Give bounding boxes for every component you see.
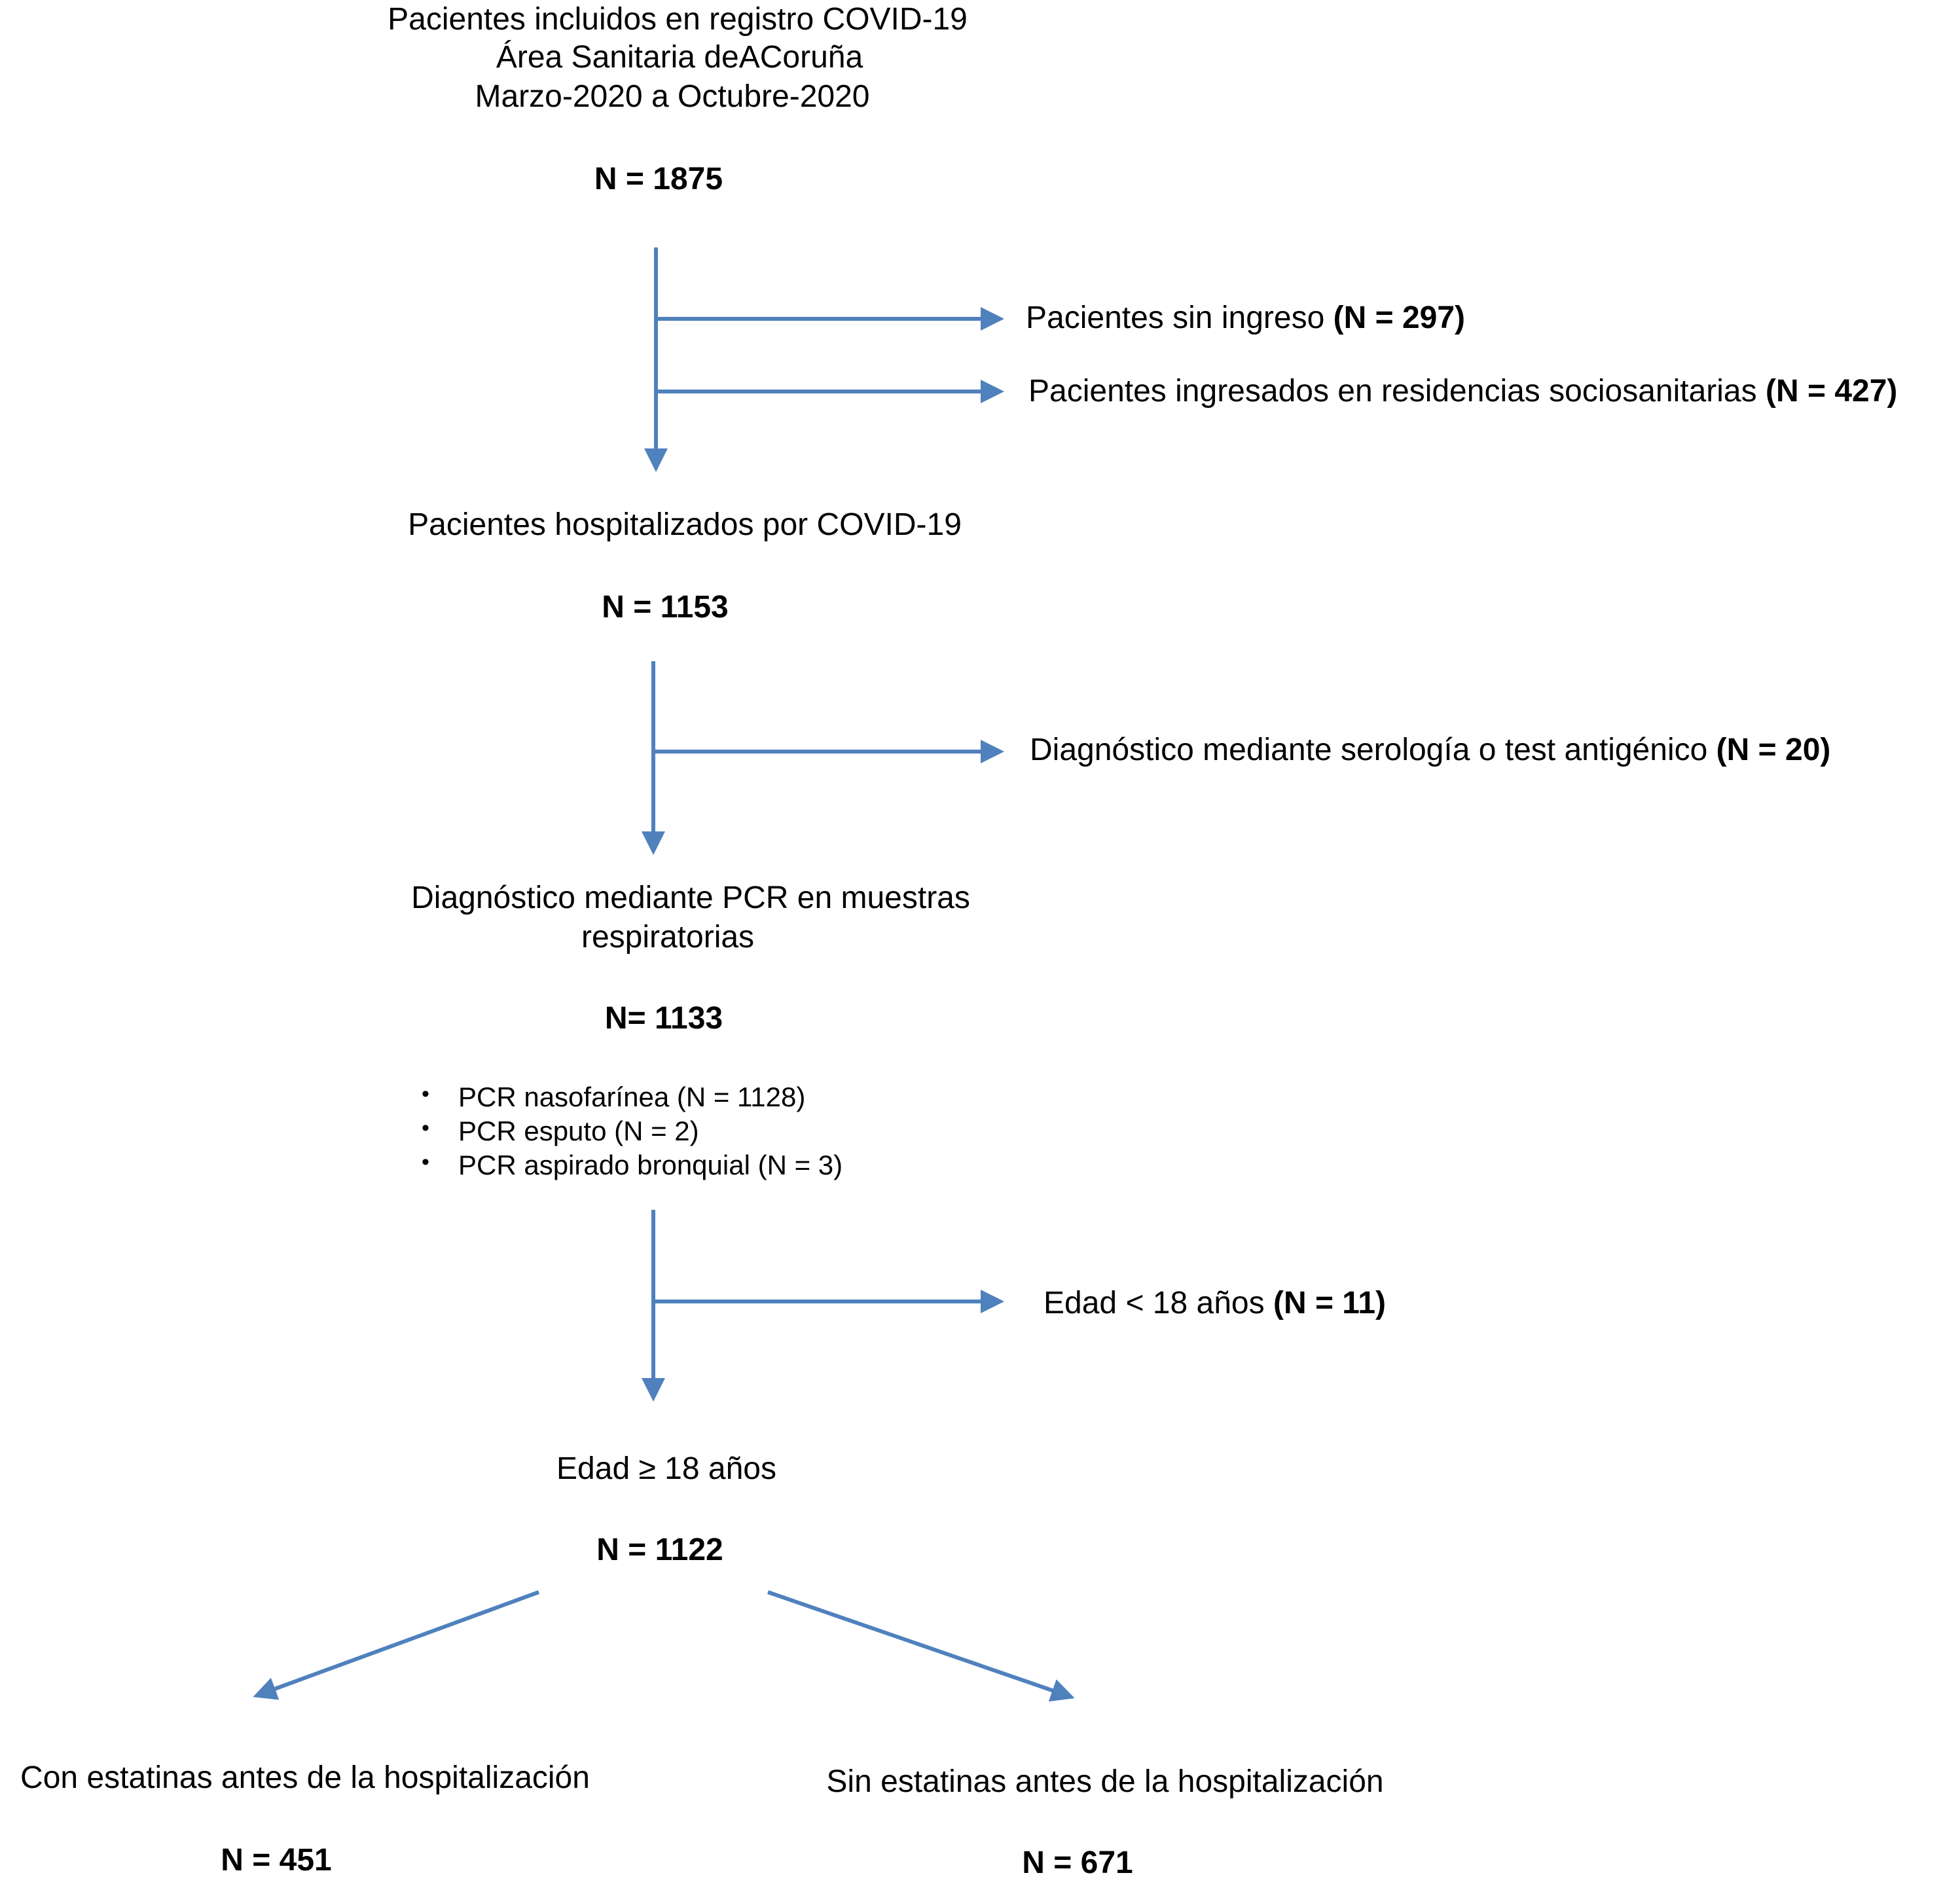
exclusion-label: Diagnóstico mediante serología o test an… <box>1030 733 1716 767</box>
top-count: N = 1875 <box>594 162 723 196</box>
exclusion-count: (N = 427) <box>1765 374 1898 409</box>
exclusion-count: (N = 11) <box>1273 1286 1387 1320</box>
exclusion-count: (N = 20) <box>1716 733 1831 767</box>
pcr-item-esputo: PCR esputo (N = 2) <box>458 1116 699 1146</box>
bullet: • <box>422 1081 429 1106</box>
arrow-diag-sin-estatinas <box>767 1590 1075 1702</box>
top-title-line2: Área Sanitaria deACoruña <box>496 40 863 75</box>
exclusion-serologia: Diagnóstico mediante serología o test an… <box>1030 731 1830 770</box>
pcr-title-line2: respiratorias <box>581 920 755 954</box>
exclusion-count: (N = 297) <box>1333 300 1466 335</box>
exclusion-label: Pacientes sin ingreso <box>1026 300 1334 335</box>
top-title-line1: Pacientes incluidos en registro COVID-19 <box>388 2 968 37</box>
adult-label: Edad ≥ 18 años <box>556 1451 776 1486</box>
top-title-line3: Marzo-2020 a Octubre-2020 <box>475 79 870 114</box>
adult-count: N = 1122 <box>596 1533 723 1567</box>
group-sin-estatinas-count: N = 671 <box>1022 1845 1133 1880</box>
hospitalized-label: Pacientes hospitalizados por COVID-19 <box>408 507 962 542</box>
group-sin-estatinas-label: Sin estatinas antes de la hospitalizació… <box>826 1764 1384 1799</box>
group-con-estatinas-label: Con estatinas antes de la hospitalizació… <box>20 1760 590 1795</box>
exclusion-edad: Edad < 18 años (N = 11) <box>1044 1284 1386 1323</box>
exclusion-sin-ingreso: Pacientes sin ingreso (N = 297) <box>1026 299 1465 338</box>
group-con-estatinas-count: N = 451 <box>221 1843 332 1878</box>
bullet: • <box>422 1150 429 1174</box>
pcr-item-aspirado: PCR aspirado bronquial (N = 3) <box>458 1150 843 1180</box>
arrow-diag-con-estatinas <box>253 1590 540 1700</box>
hospitalized-count: N = 1153 <box>602 590 729 625</box>
pcr-count: N= 1133 <box>604 1001 723 1036</box>
exclusion-label: Edad < 18 años <box>1044 1286 1273 1320</box>
pcr-item-nasofarinea: PCR nasofarínea (N = 1128) <box>458 1081 806 1112</box>
bullet: • <box>422 1116 429 1140</box>
exclusion-label: Pacientes ingresados en residencias soci… <box>1028 374 1766 409</box>
pcr-title-line1: Diagnóstico mediante PCR en muestras <box>411 881 970 915</box>
exclusion-residencias: Pacientes ingresados en residencias soci… <box>1028 372 1897 411</box>
